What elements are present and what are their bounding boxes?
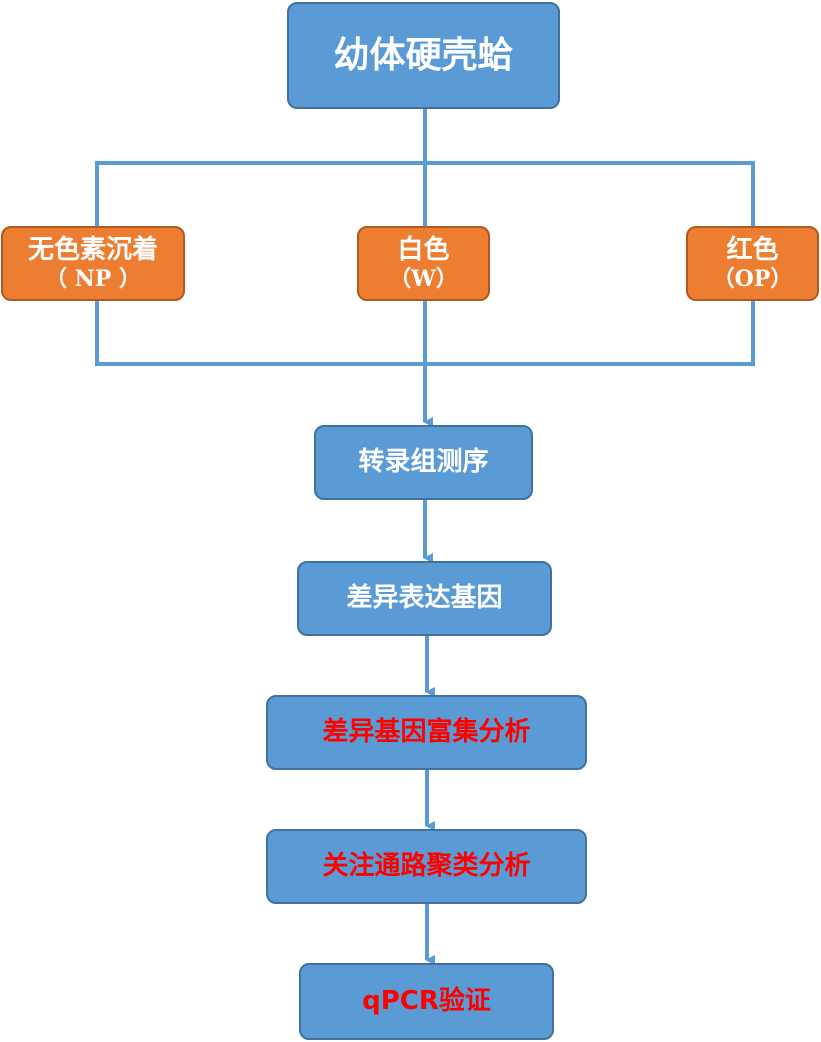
- step-label: 转录组测序: [358, 447, 489, 478]
- step-pathway-clustering: 关注通路聚类分析: [266, 829, 587, 904]
- group-name: 红色: [726, 234, 779, 265]
- group-node-w: 白色 （W）: [357, 226, 490, 301]
- root-node: 幼体硬壳蛤: [287, 2, 560, 109]
- group-node-op: 红色 （OP）: [686, 226, 819, 301]
- step-label: qPCR验证: [362, 986, 491, 1017]
- root-label: 幼体硬壳蛤: [333, 35, 514, 76]
- step-transcriptome-sequencing: 转录组测序: [314, 425, 533, 500]
- group-node-np: 无色素沉着 （ NP ）: [1, 226, 185, 301]
- step-label: 关注通路聚类分析: [322, 851, 531, 882]
- group-name: 无色素沉着: [27, 234, 158, 265]
- group-name: 白色: [397, 234, 450, 265]
- step-label: 差异表达基因: [346, 583, 503, 614]
- group-code: （W）: [389, 266, 458, 292]
- step-enrichment-analysis: 差异基因富集分析: [266, 695, 587, 770]
- step-differential-expression: 差异表达基因: [297, 561, 552, 636]
- group-code: （ NP ）: [45, 266, 141, 292]
- step-qpcr-validation: qPCR验证: [299, 963, 554, 1040]
- step-label: 差异基因富集分析: [322, 717, 531, 748]
- group-code: （OP）: [712, 266, 793, 292]
